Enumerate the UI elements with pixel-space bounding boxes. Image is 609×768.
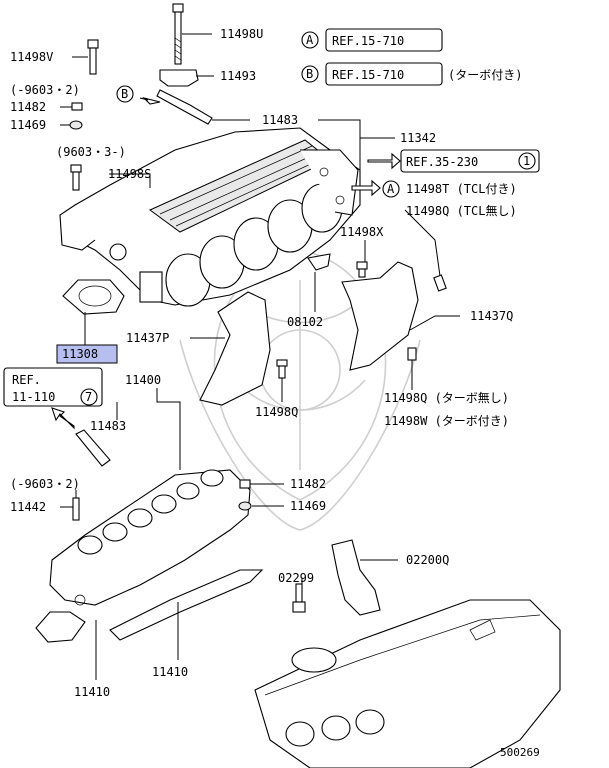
gasket-11410-strip — [109, 569, 264, 641]
label-11308: 11308 — [62, 347, 98, 361]
stud-11483-top — [156, 89, 213, 125]
label-11498s: 11498S — [108, 167, 151, 181]
bracket-11493 — [159, 69, 199, 87]
label-11498v: 11498V — [10, 50, 53, 64]
label-11410-a: 11410 — [152, 665, 188, 679]
cylinder-head — [254, 599, 561, 768]
ref-b-text: REF.15-710 — [332, 68, 404, 82]
bolt-11498x — [356, 261, 368, 278]
ref-11-110-callout: REF. 11-110 7 — [3, 367, 103, 407]
ref-a-callout: A REF.15-710 — [301, 28, 443, 52]
label-date-9603-2-top: (-9603・2) — [10, 83, 80, 97]
ref-b-circle-label: B — [306, 67, 313, 81]
label-11442: 11442 — [10, 500, 46, 514]
label-11498q-turbo: 11498Q (ターボ無し) — [384, 390, 509, 405]
label-11482-bottom: 11482 — [290, 477, 326, 491]
ref-11-110-num: 7 — [85, 390, 92, 404]
bolt-11498q-lower — [407, 347, 417, 361]
bolt-11498q-upper — [433, 274, 447, 292]
label-date-9603-2-bottom: (-9603・2) — [10, 477, 80, 491]
ref-35-230-text: REF.35-230 — [406, 155, 478, 169]
arrow-to-ref-35-230 — [367, 152, 401, 170]
label-02299: 02299 — [278, 571, 314, 585]
ref-11-110-line1: REF. — [12, 373, 41, 387]
label-11482-top: 11482 — [10, 100, 46, 114]
ref-b-note: (ターボ付き) — [448, 68, 522, 82]
arrow-to-b — [139, 96, 161, 105]
label-11498q-tcl: 11498Q (TCL無し) — [406, 203, 517, 218]
arrow-to-a — [351, 179, 381, 197]
label-02200q: 02200Q — [406, 553, 449, 567]
ref-a-small-label: A — [387, 182, 395, 196]
label-11498q-mid: 11498Q — [255, 405, 298, 419]
bolt-02299 — [292, 583, 306, 613]
label-11498u: 11498U — [220, 27, 263, 41]
label-diagram-id: 500269 — [500, 746, 540, 759]
gasket-11410-left — [35, 611, 86, 643]
label-08102: 08102 — [287, 315, 323, 329]
label-11400: 11400 — [125, 373, 161, 387]
leader-lines — [60, 33, 460, 680]
label-date-9603-3: (9603・3-) — [56, 145, 126, 159]
highlight-11308 — [56, 344, 118, 364]
part-labels: 11498U 11493 11498V (-9603・2) 11482 1146… — [10, 27, 540, 759]
ref-b-small-marker: B — [116, 85, 134, 103]
ref-a-small-marker: A — [382, 180, 400, 198]
nut-11482-top — [71, 102, 83, 111]
ref-35-230-num: 1 — [523, 154, 530, 168]
label-11410-b: 11410 — [74, 685, 110, 699]
label-11342: 11342 — [400, 131, 436, 145]
label-11483-top: 11483 — [262, 113, 298, 127]
label-11469-top: 11469 — [10, 118, 46, 132]
label-11498t: 11498T (TCL付き) — [406, 182, 517, 196]
gasket-11308 — [62, 279, 125, 315]
washer-11469-bottom — [238, 501, 252, 511]
label-11437p: 11437P — [126, 331, 169, 345]
label-11469-bottom: 11469 — [290, 499, 326, 513]
arrow-to-ref-11-110 — [51, 407, 75, 430]
brace-11437q — [341, 261, 419, 371]
label-11483-bottom: 11483 — [90, 419, 126, 433]
label-11498w-turbo: 11498W (ターボ付き) — [384, 414, 509, 428]
ref-35-230-callout: REF.35-230 1 — [400, 149, 540, 173]
label-11498x: 11498X — [340, 225, 384, 239]
bolt-11442 — [72, 497, 80, 521]
stud-11483-bottom — [75, 429, 111, 467]
bracket-02200q — [331, 539, 381, 616]
ref-11-110-line2: 11-110 — [12, 390, 55, 404]
bolt-11498s — [70, 164, 82, 191]
brace-11437p — [199, 291, 271, 406]
nut-11482-bottom — [239, 479, 251, 489]
label-11493: 11493 — [220, 69, 256, 83]
ref-b-small-label: B — [121, 87, 128, 101]
upper-intake-manifold — [59, 127, 361, 307]
bolt-11498v — [87, 39, 99, 75]
ref-a-text: REF.15-710 — [332, 34, 404, 48]
ref-a-circle-label: A — [306, 33, 314, 47]
clip-08102 — [307, 253, 331, 271]
label-11437q: 11437Q — [470, 309, 513, 323]
washer-11469-top — [69, 120, 83, 130]
ref-b-callout: B REF.15-710 (ターボ付き) — [301, 62, 522, 86]
bolt-11498u — [172, 3, 184, 65]
lower-intake-manifold — [49, 469, 251, 606]
bolt-11498q-mid — [276, 359, 288, 379]
